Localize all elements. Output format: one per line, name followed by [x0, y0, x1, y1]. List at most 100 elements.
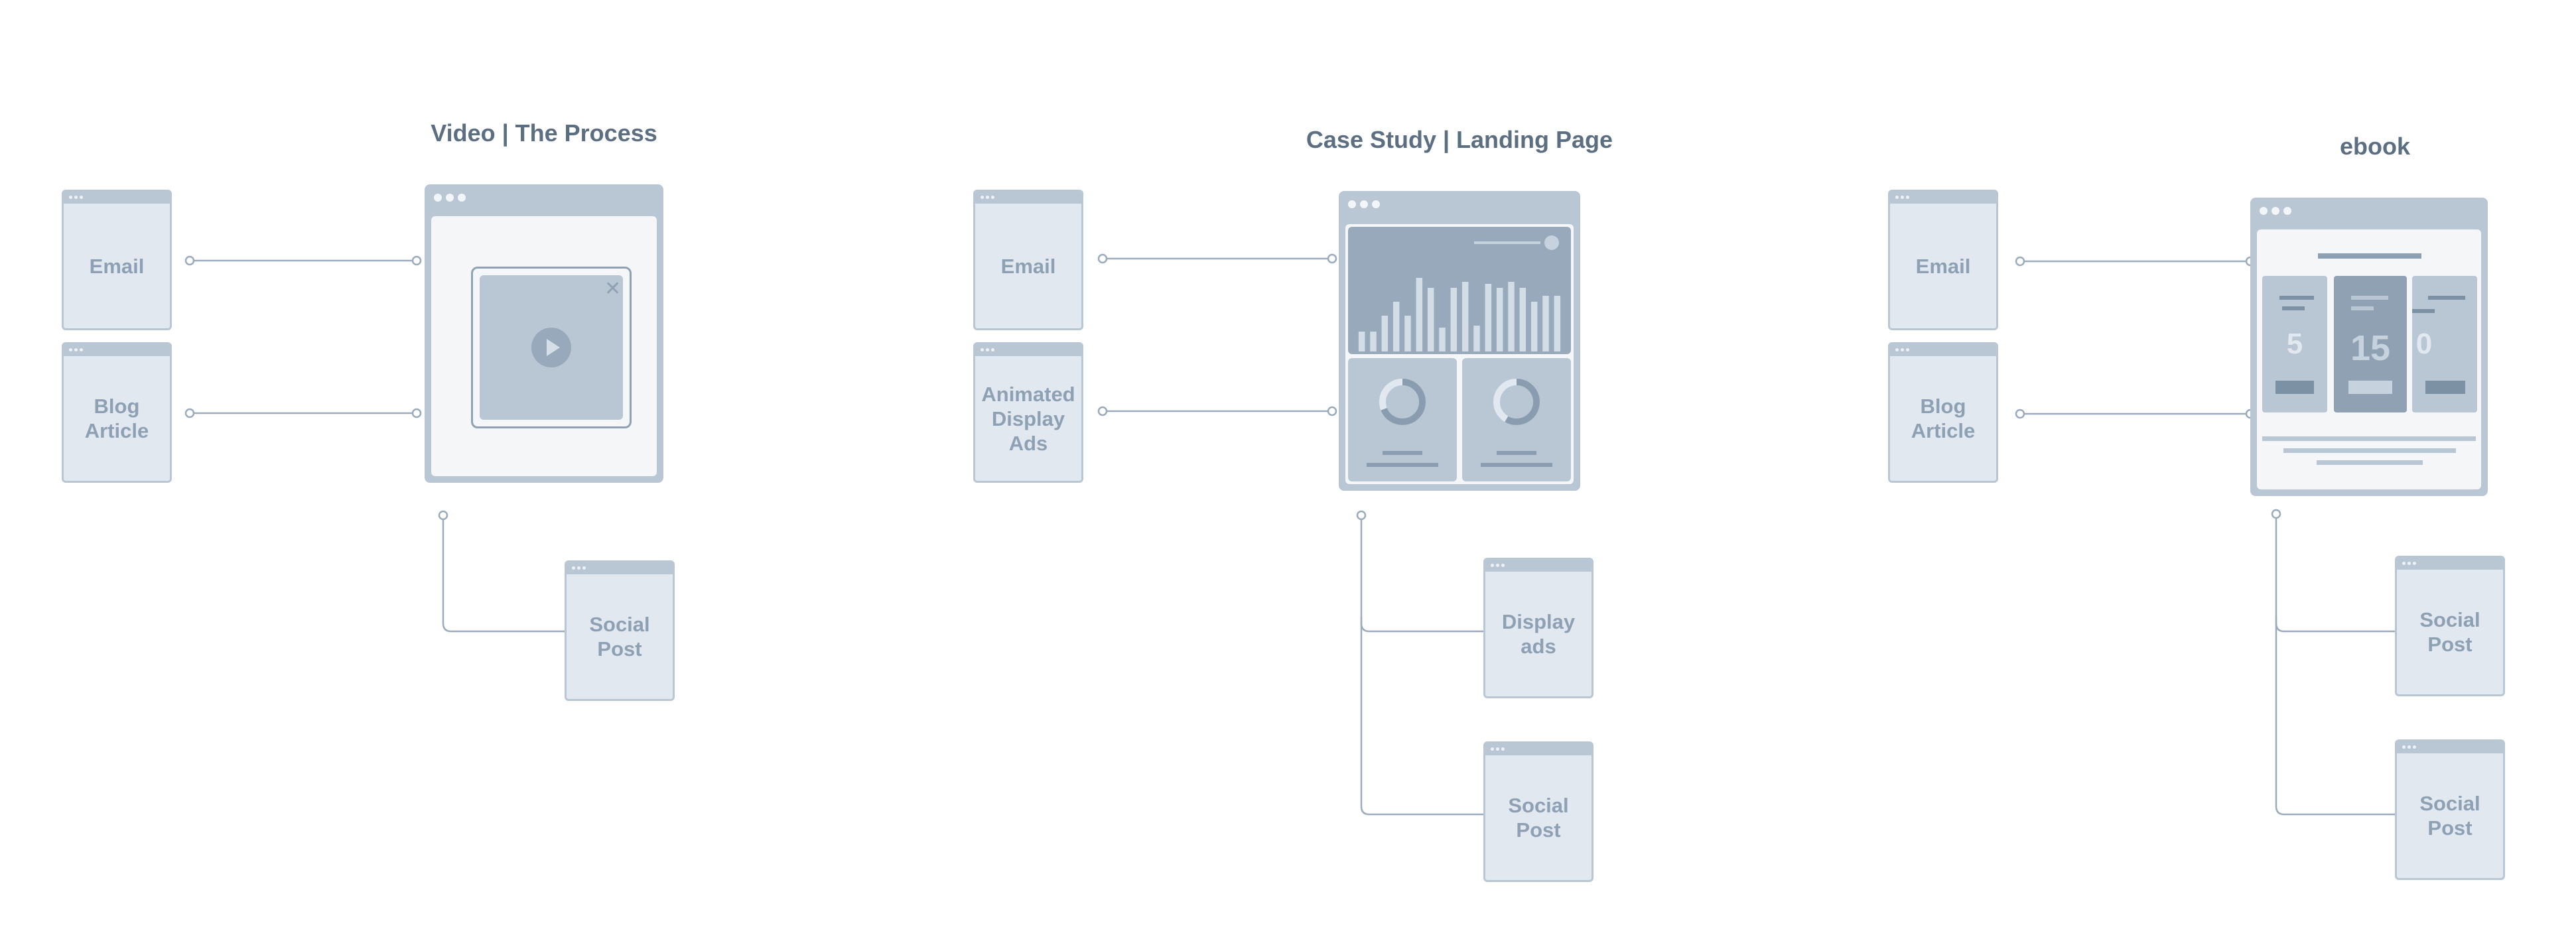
close-icon[interactable]: ✕: [604, 278, 622, 300]
chart-bar: [1404, 316, 1411, 351]
chart-bar: [1508, 282, 1515, 351]
channel-card-email[interactable]: Email: [1888, 190, 1998, 330]
card-label: Email: [1915, 254, 1971, 278]
donut-chart-icon: [1493, 379, 1540, 425]
panel-line: [1383, 451, 1422, 455]
stat-line: [2282, 306, 2305, 310]
stat-card-center: 15: [2334, 276, 2407, 412]
stat-line: [2351, 296, 2388, 300]
channel-card-social-post[interactable]: Social Post: [2395, 556, 2505, 696]
channel-card-display-ads[interactable]: Display ads: [1483, 558, 1593, 698]
channel-card-blog-article[interactable]: Blog Article: [62, 342, 172, 483]
card-title-bar: [64, 192, 170, 204]
card-title-bar: [1485, 743, 1592, 755]
chart-bar: [1519, 288, 1526, 351]
chart-header-line: [1474, 241, 1540, 244]
connector-dot: [411, 408, 422, 418]
chart-bar: [1542, 296, 1549, 351]
channel-card-email[interactable]: Email: [973, 190, 1083, 330]
chart-bar: [1473, 326, 1480, 351]
chart-bar: [1485, 284, 1492, 351]
text-line: [2262, 436, 2476, 441]
connector-dot: [1097, 253, 1108, 264]
connector-dot: [2271, 509, 2281, 519]
chart-avatar: [1544, 235, 1559, 250]
connector-dot: [2015, 409, 2025, 419]
connector-dot: [1356, 510, 1367, 521]
card-title-bar: [1485, 560, 1592, 572]
group-title-ebook: ebook: [2339, 133, 2410, 160]
stat-line: [2279, 296, 2314, 300]
stat-card-right: 0: [2412, 276, 2477, 412]
group-title-case-study: Case Study | Landing Page: [1306, 126, 1613, 153]
card-label: Social Post: [1508, 794, 1569, 842]
card-title-bar: [64, 344, 170, 356]
connector-casestudy-display: [1360, 518, 1483, 633]
connector-dot: [1097, 406, 1108, 416]
stat-bar: [2275, 381, 2314, 394]
channel-card-social-post[interactable]: Social Post: [565, 560, 675, 701]
channel-card-social-post[interactable]: Social Post: [1483, 741, 1593, 882]
connector-dot: [438, 510, 448, 521]
chart-bar: [1427, 288, 1434, 351]
channel-card-animated-display-ads[interactable]: Animated Display Ads: [973, 342, 1083, 483]
chart-bar: [1381, 316, 1389, 351]
connector-dot: [184, 408, 195, 418]
play-icon[interactable]: [531, 327, 572, 368]
panel-line: [1367, 463, 1438, 467]
browser-frame-ebook[interactable]: 5 15 0: [2250, 198, 2488, 496]
stat-value: 15: [2350, 328, 2391, 368]
stat-line: [2428, 296, 2465, 300]
card-label: Animated Display Ads: [981, 382, 1075, 455]
stat-value: 5: [2286, 328, 2303, 360]
connector-ebook-social-1: [2275, 517, 2395, 633]
chart-bar: [1439, 328, 1446, 351]
browser-frame-case-study[interactable]: [1339, 191, 1580, 491]
stat-line: [2351, 306, 2374, 310]
card-label: Email: [1000, 254, 1056, 278]
channel-card-blog-article[interactable]: Blog Article: [1888, 342, 1998, 483]
chart-bar: [1461, 282, 1469, 351]
chart-bar: [1554, 296, 1561, 351]
stat-value: 0: [2415, 328, 2433, 360]
chart-bar: [1530, 302, 1538, 351]
stat-line: [2412, 309, 2435, 313]
chart-bar: [1416, 278, 1423, 351]
text-line: [2317, 460, 2423, 465]
connector-ebook-social-2: [2275, 617, 2395, 816]
bar-chart: [1358, 278, 1561, 351]
connector-dot: [1327, 253, 1337, 264]
card-label: Social Post: [589, 613, 650, 661]
chart-bar: [1496, 288, 1503, 351]
channel-card-email[interactable]: Email: [62, 190, 172, 330]
card-title-bar: [975, 192, 1081, 204]
chart-bar: [1450, 288, 1457, 351]
card-title-bar: [2397, 741, 2503, 753]
stat-bar: [2425, 381, 2465, 394]
stat-bar: [2348, 381, 2392, 394]
card-title-bar: [567, 562, 673, 574]
panel-line: [1481, 463, 1552, 467]
text-line: [2283, 448, 2456, 453]
donut-panel-left: [1348, 358, 1457, 481]
card-title-bar: [1890, 192, 1996, 204]
card-label: Social Post: [2419, 608, 2480, 656]
browser-frame-video[interactable]: ✕: [425, 184, 663, 483]
connector-dot: [411, 255, 422, 266]
connector-casestudy-social: [1360, 617, 1483, 816]
connector-video-social: [442, 518, 565, 633]
channel-card-social-post[interactable]: Social Post: [2395, 739, 2505, 880]
group-title-video: Video | The Process: [431, 119, 657, 147]
card-title-bar: [2397, 558, 2503, 570]
video-player[interactable]: ✕: [480, 275, 623, 420]
card-label: Blog Article: [1911, 395, 1976, 442]
ebook-heading-line: [2318, 253, 2421, 259]
landing-page: [1345, 224, 1574, 484]
chart-bar: [1358, 332, 1365, 351]
ebook-page: 5 15 0: [2257, 229, 2481, 489]
chart-bar: [1392, 302, 1400, 351]
video-modal: ✕: [471, 267, 632, 428]
panel-line: [1497, 451, 1536, 455]
stat-card-left: 5: [2262, 276, 2327, 412]
video-page: ✕: [431, 216, 657, 476]
